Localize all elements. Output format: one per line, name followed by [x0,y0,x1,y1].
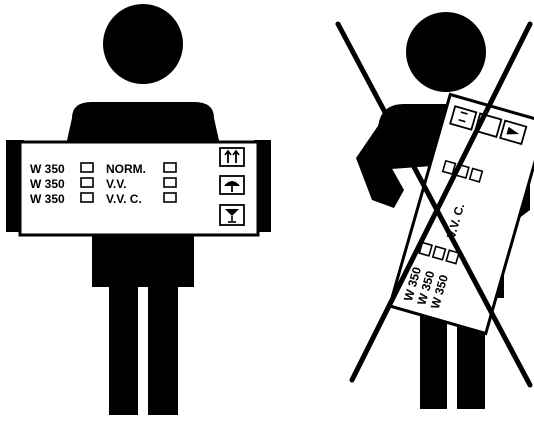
person-left-leg [109,285,138,415]
label-type: V.V. [106,177,126,191]
person-head [406,12,486,92]
arrows-up-icon [220,148,244,166]
label-code: W 350 [30,162,65,176]
person-hips [92,232,194,287]
correct-figure: W 350 W 350 W 350 NORM. V.V. V.V. C. [6,4,271,415]
incorrect-figure: V.V. C. W 350 W 350 W 350 [338,12,534,409]
umbrella-icon [220,176,244,194]
label-type: NORM. [106,162,146,176]
package-label: W 350 W 350 W 350 NORM. V.V. V.V. C. [20,142,258,235]
fragile-glass-icon [220,205,244,225]
label-code: W 350 [30,177,65,191]
label-code: W 350 [30,192,65,206]
label-type: V.V. C. [106,192,142,206]
person-head [103,4,183,84]
person-torso [66,102,220,145]
person-right-leg [148,285,178,415]
